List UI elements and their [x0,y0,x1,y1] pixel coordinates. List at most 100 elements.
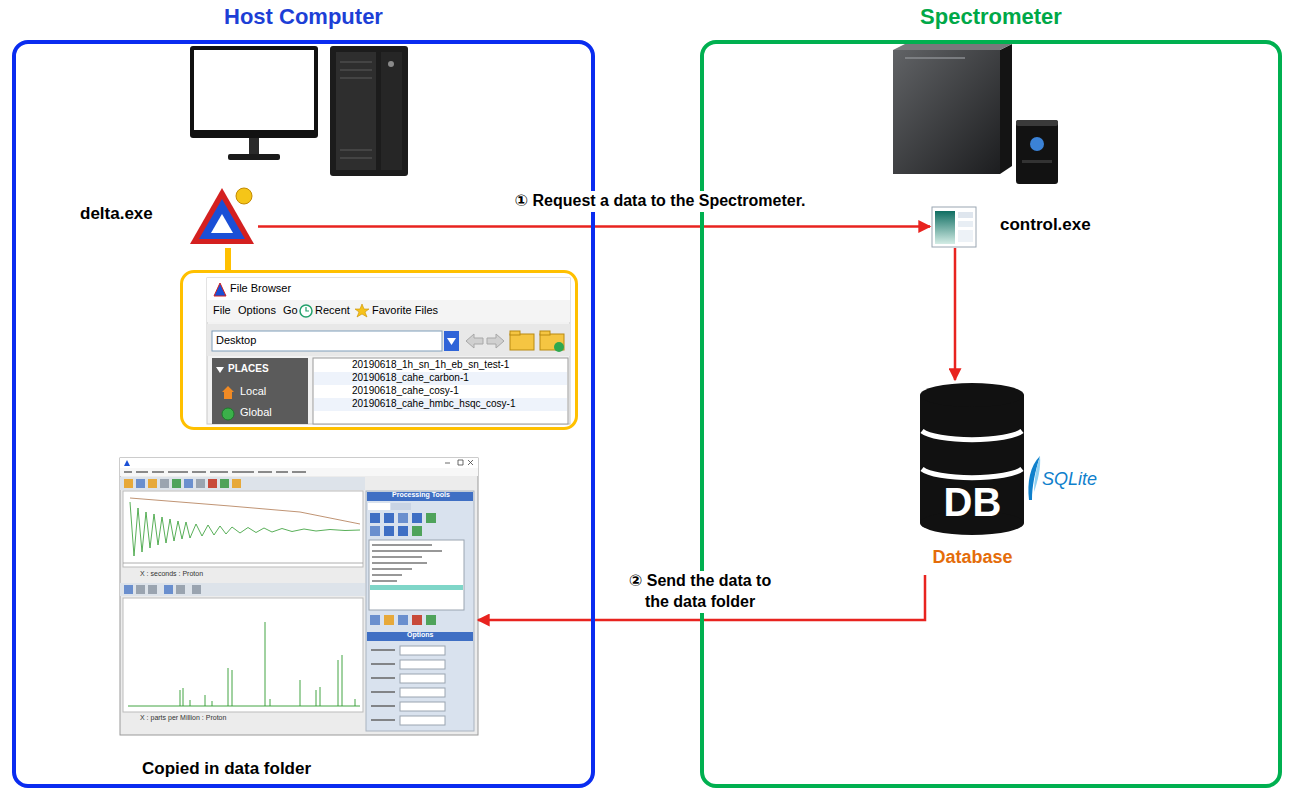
edge-label: ② Send the data to the data folder [613,571,787,613]
processor-screenshot-part [371,650,395,720]
file-name: 20190618_cahe_cosy-1 [352,385,459,397]
spectrometer-illustration-part [1016,120,1058,184]
file-browser-screenshot-part [222,408,234,420]
processor-screenshot-part [370,526,380,536]
control-program-icon-part [958,212,973,218]
file-browser-screenshot-part [313,358,568,424]
processor-screenshot-part [400,702,445,711]
delta-program-icon-part [190,188,254,244]
processor-screenshot-part [412,615,422,625]
processor-screenshot-part [368,503,390,510]
processor-screenshot-part [164,585,173,594]
file-browser-screenshot-part [510,334,534,350]
processor-screenshot-part [426,513,436,523]
file-browser-screenshot-part [300,305,312,317]
spectrometer-illustration-part [893,44,1012,50]
database-cylinder-part [922,469,1022,478]
menu-item: Go [283,304,298,317]
axis-label: X : seconds : Proton [140,570,203,578]
spectrometer-illustration [893,44,1058,184]
delta-program-icon-part [199,199,245,239]
processor-screenshot-part [124,471,306,473]
processor-screenshot-part [120,458,478,735]
processor-screenshot-part [120,477,365,490]
processor-screenshot-part [366,491,474,731]
host-computer-illustration [190,46,408,176]
file-name: 20190618_cahe_hmbc_hsqc_cosy-1 [352,398,515,410]
file-browser-screenshot-part [183,273,575,427]
processor-screenshot-part [124,460,130,466]
window-title: File Browser [230,282,291,295]
sqlite-logo-feather-part [1028,456,1040,500]
host-computer-illustration-part [228,154,280,160]
processor-screenshot-part [412,526,422,536]
host-computer-illustration-part [194,50,314,130]
data-flow-arrow [954,248,957,380]
menu-item: Options [238,304,276,317]
file-browser-screenshot-part [444,331,459,351]
file-browser-screenshot-part [306,307,309,311]
caption-label: Copied in data folder [142,759,311,779]
program-name: delta.exe [80,204,153,224]
processor-screenshot-part [372,545,442,581]
processor-screenshot-part [384,513,394,523]
spectrometer-group: control.exeDBDatabaseSpectrometer [700,40,1282,788]
host-computer-group: delta.exeFile BrowserCopied in data fold… [12,40,595,788]
delta-program-icon-part [211,214,233,233]
menu-item: Favorite Files [372,304,438,317]
spectrometer-illustration-part [905,57,965,59]
processor-screenshot-part [367,492,473,501]
database-label: Database [915,547,1030,569]
callout-pointer [225,248,231,270]
processor-screenshot-part [400,660,445,669]
processor-screenshot-part [370,513,380,523]
sqlite-logo-feather [1028,456,1040,500]
processor-screenshot-part [426,615,436,625]
control-program-icon-part [958,221,973,227]
processor-screenshot-part [120,468,478,476]
file-browser-screenshot-part [207,324,570,356]
processor-screenshot-part [367,632,473,641]
sidebar-item: Global [240,406,272,419]
group-heading: Host Computer [12,4,595,30]
processor-screenshot-part [196,479,205,488]
processor-screenshot-part [120,583,365,596]
file-browser-screenshot-part [314,372,567,385]
host-computer-illustration-part [190,46,318,138]
database-symbol-text: DB [915,478,1030,526]
panel-heading: Options [407,631,433,639]
sqlite-logo-feather-part [1034,456,1040,492]
processor-screenshot-part [400,674,445,683]
program-icon-node: control.exe [930,205,1105,248]
processor-screenshot-part [384,526,394,536]
processor-screenshot-part [391,503,411,510]
host-computer-illustration-part [336,52,376,170]
menu-item: Recent [315,304,350,317]
processor-screenshot-part [136,479,145,488]
file-browser-screenshot-part [207,300,570,322]
spectrometer-illustration-part [1016,120,1058,126]
file-browser-screenshot-part [466,334,483,348]
database-node: DB Database [915,380,1036,575]
file-browser-screenshot-part [510,331,520,335]
spectrometer-illustration-part [1000,44,1012,174]
file-browser-screenshot-part [214,283,226,296]
database-cylinder-part [922,431,1022,440]
processor-screenshot-part [400,688,445,697]
file-name: 20190618_1h_sn_1h_eb_sn_test-1 [352,359,509,371]
logo-text: SQLite [1042,469,1097,491]
processor-screenshot-part [124,585,133,594]
control-program-icon [932,207,976,247]
spectrometer-illustration-part [1022,160,1052,163]
processor-screenshot [120,458,478,735]
spectrometer-illustration-part [893,50,1000,174]
processor-screenshot-part [130,502,360,556]
host-computer-illustration-part [340,62,372,158]
control-program-icon-part [935,211,955,244]
processor-screenshot-part [123,598,363,712]
processor-screenshot-part [445,460,473,465]
